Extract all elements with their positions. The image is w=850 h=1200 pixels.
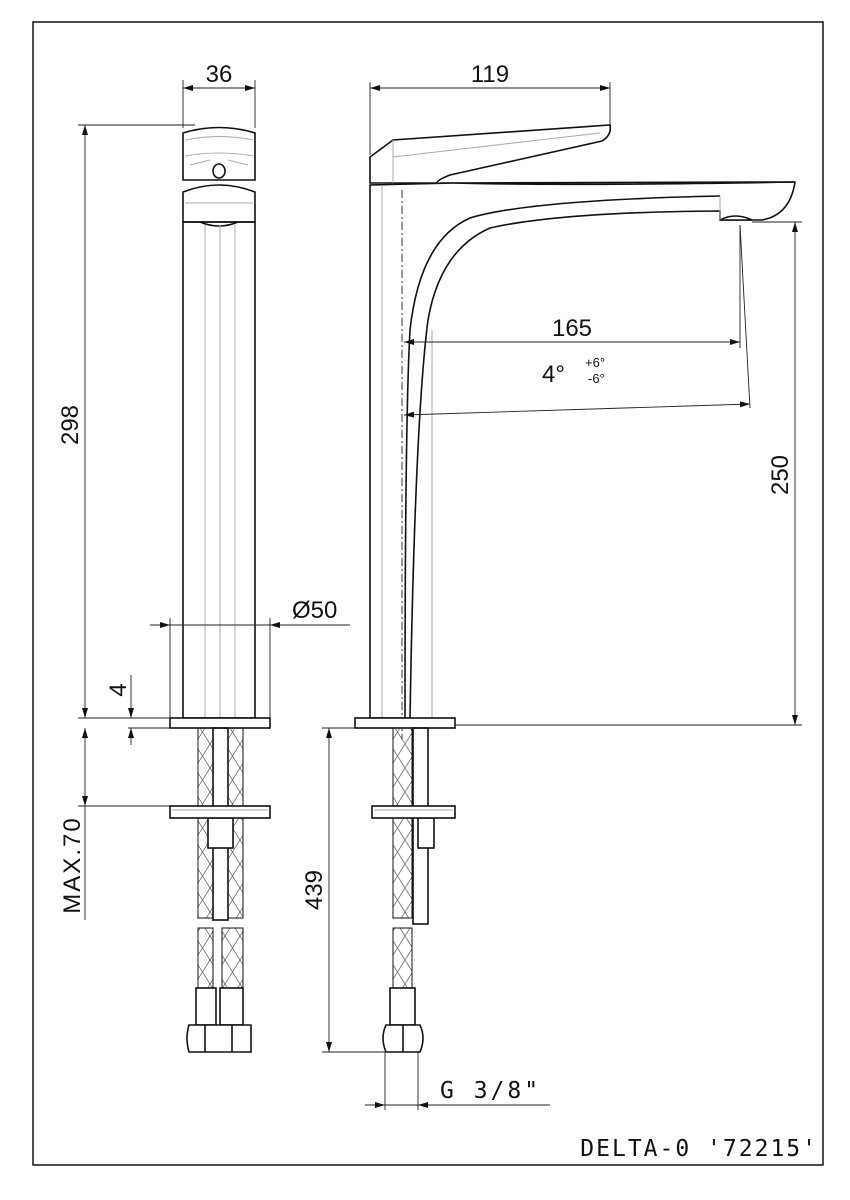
dim-connection: G 3/8" xyxy=(440,1078,541,1104)
dim-250: 250 xyxy=(767,455,794,495)
side-view xyxy=(169,126,271,1053)
dim-max-70: MAX.70 xyxy=(59,816,86,913)
drawing-frame xyxy=(32,21,824,1166)
dim-298: 298 xyxy=(57,405,84,445)
dim-119: 119 xyxy=(471,61,509,88)
front-view xyxy=(354,124,796,1053)
dim-165: 165 xyxy=(552,315,592,342)
drawing-title: DELTA-0 '72215' xyxy=(580,1136,818,1162)
dim-angle: 4° xyxy=(542,361,565,388)
dim-4: 4 xyxy=(105,683,132,696)
dim-36: 36 xyxy=(206,61,233,88)
angle-tol-minus: -6° xyxy=(588,371,605,386)
dimensions: 36 119 298 165 4° +6° -6° 250 Ø50 xyxy=(57,61,802,1110)
angle-tol-plus: +6° xyxy=(585,355,605,370)
dim-439: 439 xyxy=(301,870,328,910)
dim-diameter-50: Ø50 xyxy=(292,597,337,624)
